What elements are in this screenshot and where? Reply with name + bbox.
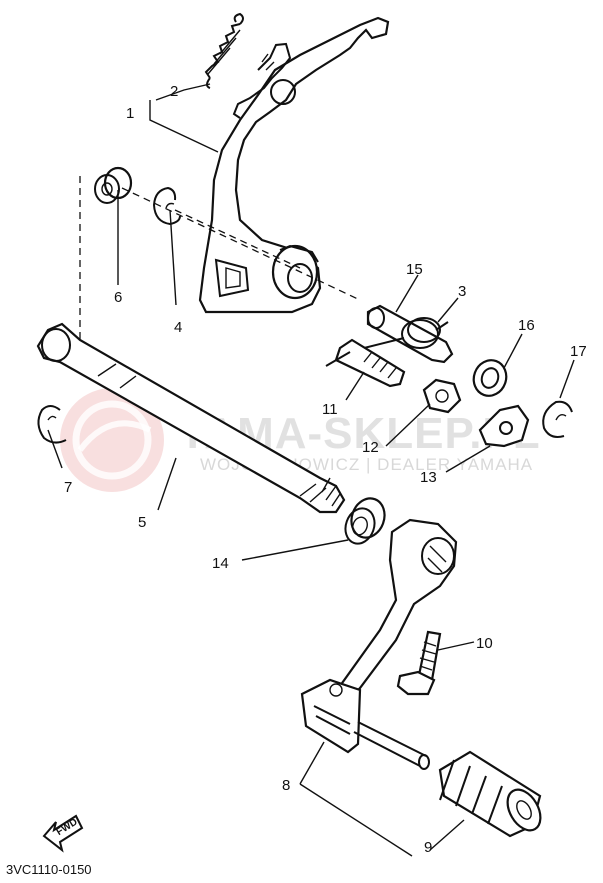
callout-5: 5 — [138, 514, 146, 531]
part-16-washer — [472, 359, 508, 397]
callout-numbers: 1 2 3 4 5 6 7 8 9 10 11 12 13 14 15 16 1… — [64, 83, 587, 856]
part-17-circlip — [542, 400, 573, 438]
part-7-circlip — [37, 405, 67, 444]
part-11-stud — [325, 338, 406, 388]
callout-12: 12 — [362, 439, 379, 456]
callout-8: 8 — [282, 777, 290, 794]
callout-9: 9 — [424, 839, 432, 856]
callout-1: 1 — [126, 105, 134, 122]
callout-17: 17 — [570, 343, 587, 360]
callout-2: 2 — [170, 83, 178, 100]
part-9-peg-rubber — [438, 750, 542, 838]
part-12-nut — [422, 378, 462, 414]
fwd-arrow-icon: FWD — [42, 814, 84, 853]
part-4-circlip — [152, 186, 181, 226]
part-6-collar — [94, 166, 133, 204]
part-8-shift-arm — [300, 518, 458, 770]
part-1-shift-bracket — [198, 16, 390, 314]
part-14-oil-seal — [344, 497, 386, 545]
fwd-label: FWD — [54, 817, 79, 838]
part-13-plate — [478, 404, 530, 448]
callout-6: 6 — [114, 289, 122, 306]
diagram-code: 3VC1110-0150 — [6, 862, 92, 877]
assembly-line-1 — [121, 187, 361, 301]
part-10-bolt — [396, 630, 442, 696]
callout-16: 16 — [518, 317, 535, 334]
leader-lines — [47, 83, 575, 857]
part-15-pin — [366, 304, 454, 364]
callout-13: 13 — [420, 469, 437, 486]
callout-3: 3 — [458, 283, 466, 300]
callout-10: 10 — [476, 635, 493, 652]
assembly-line-2 — [174, 209, 301, 269]
callout-11: 11 — [322, 401, 338, 418]
callout-14: 14 — [212, 555, 229, 572]
callout-15: 15 — [406, 261, 423, 278]
callout-7: 7 — [64, 479, 72, 496]
callout-4: 4 — [174, 319, 182, 336]
part-5-shift-shaft — [36, 322, 346, 514]
part-2-spring — [204, 12, 244, 89]
